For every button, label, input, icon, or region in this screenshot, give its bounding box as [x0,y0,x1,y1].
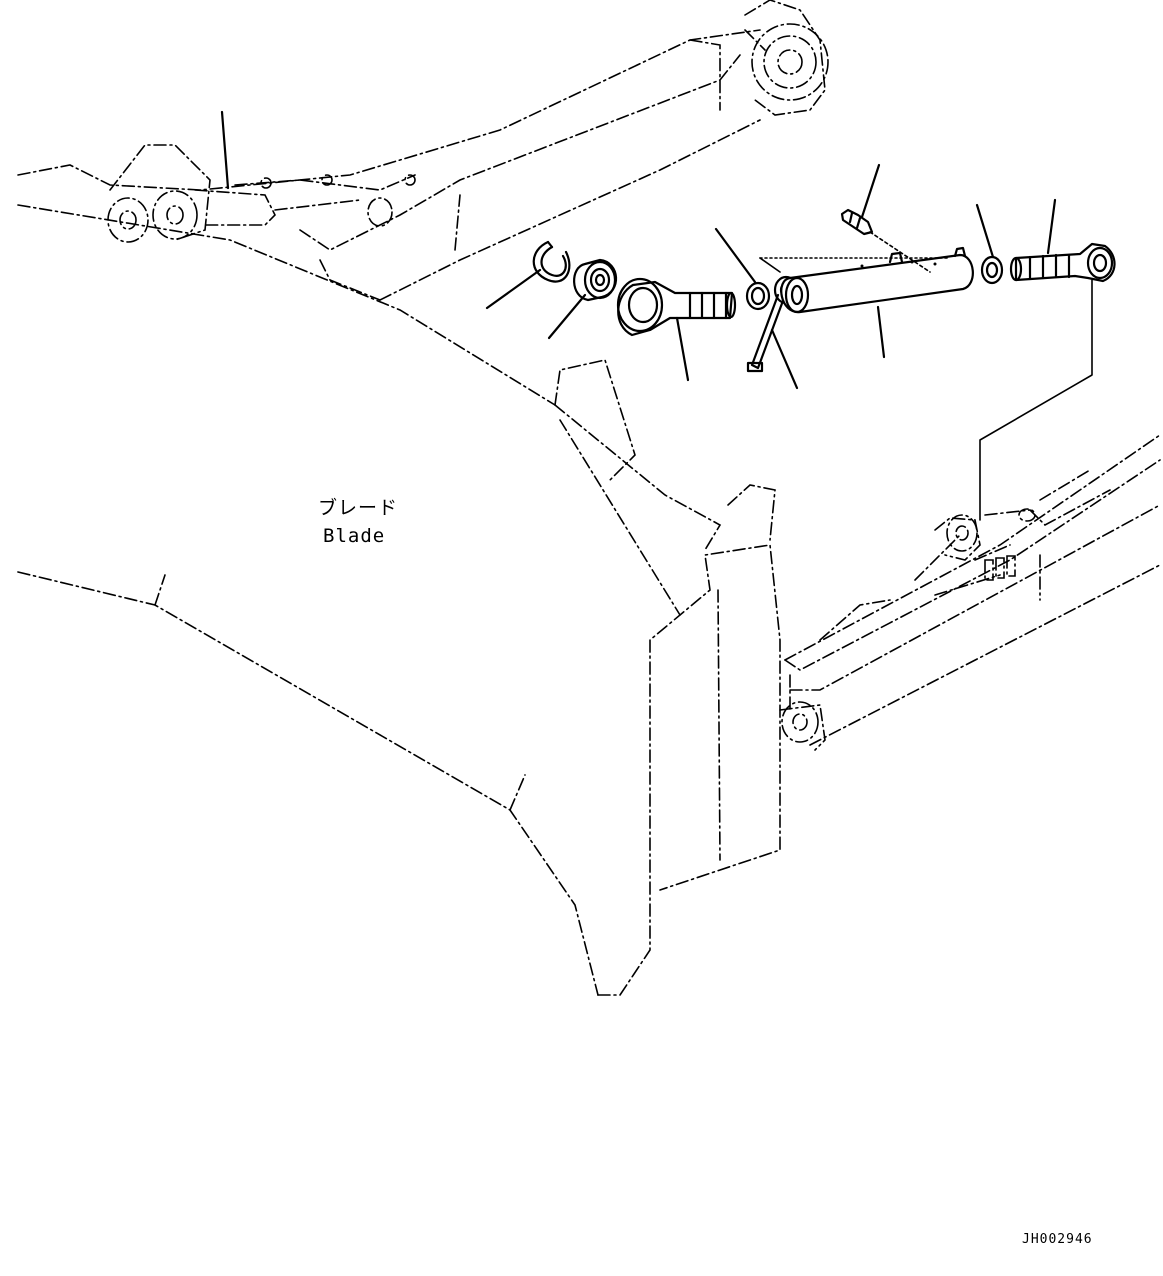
drawing-code: JH002946 [1022,1232,1093,1247]
shim-ring-left-part [745,281,771,311]
right-push-arm [779,434,1161,751]
leader-cylinder-tube [876,305,886,359]
leader-bearing [547,293,587,340]
rod-end-left-part [616,277,737,337]
assembly-reference-line [979,279,1093,521]
bearing-part [573,258,618,302]
shim-ring-right-part [980,255,1004,285]
cylinder-tube-part [759,246,974,314]
blade-outline [17,204,781,996]
left-push-arm [17,0,829,301]
leader-grease-fitting [860,163,881,219]
rod-end-right-part [1009,242,1116,283]
leader-snap-ring [485,268,542,310]
leader-rod-end-left [675,316,690,382]
leader-lock-bolt [770,328,799,390]
leader-arm-cylinder [220,110,230,190]
snap-ring-part [532,240,571,283]
leader-shim-right [975,203,995,259]
leader-rod-end-right [1046,198,1057,255]
grease-fitting-part [840,208,931,273]
leader-shim-left [714,227,757,284]
blade-label-en: Blade [323,525,385,547]
blade-label-jp: ブレード [318,496,398,519]
